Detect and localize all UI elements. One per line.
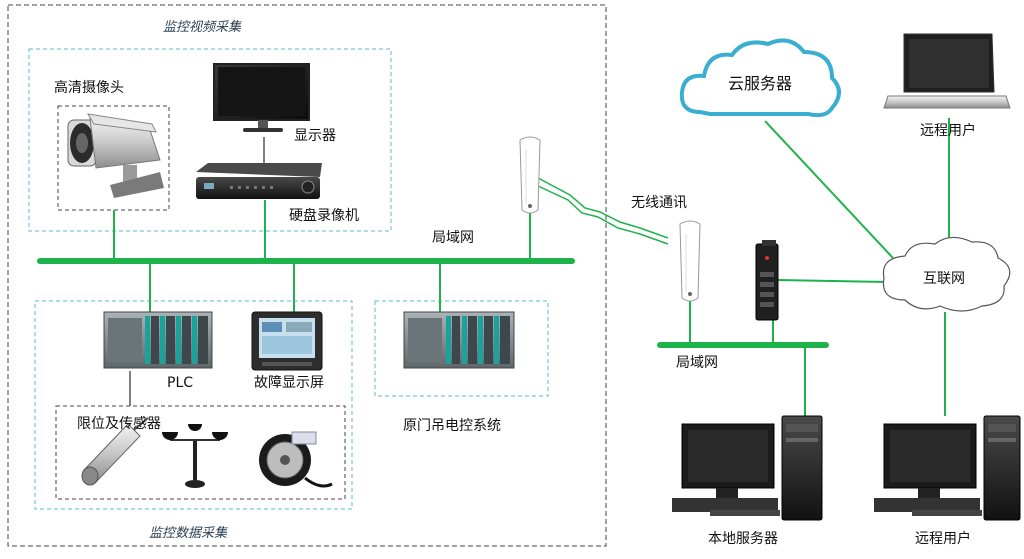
laptop-icon xyxy=(883,33,1011,109)
camera-label: 高清摄像头 xyxy=(54,80,124,96)
outer-group-box xyxy=(7,4,607,547)
monitor-icon xyxy=(213,63,310,132)
router-icon xyxy=(755,240,779,321)
lan-right-label: 局域网 xyxy=(676,355,718,371)
plc-icon xyxy=(103,311,213,369)
encoder-icon xyxy=(259,431,333,488)
remote-user-bottom-label: 远程用户 xyxy=(915,531,971,547)
video-group-box xyxy=(28,48,392,232)
camera-box xyxy=(57,105,170,211)
cloud-icon xyxy=(679,38,841,118)
desktop-computer-icon xyxy=(672,415,823,521)
internet-label: 互联网 xyxy=(923,271,965,287)
anemometer-icon xyxy=(162,424,228,488)
bus-connectors xyxy=(113,118,950,416)
plc-icon xyxy=(403,311,515,369)
dvr-icon xyxy=(196,163,322,199)
camera-icon xyxy=(67,113,164,198)
video-group-title: 监控视频采集 xyxy=(163,20,242,35)
data-group-title: 监控数据采集 xyxy=(149,526,228,541)
cloud-label: 云服务器 xyxy=(728,74,793,93)
desktop-computer-icon xyxy=(874,415,1021,521)
hmi-panel-icon xyxy=(251,311,323,371)
internet-cloud-icon xyxy=(882,236,1011,312)
monitor-label: 显示器 xyxy=(294,128,336,144)
wireless-ap-icon xyxy=(679,220,701,302)
lan-left-label: 局域网 xyxy=(432,230,474,246)
sensors-label: 限位及传感器 xyxy=(77,416,161,432)
sensors-box xyxy=(55,405,346,500)
sensor-icon xyxy=(81,417,149,486)
plc-label: PLC xyxy=(167,375,194,391)
data-group-box xyxy=(34,300,353,510)
crane-group-box xyxy=(374,300,549,397)
fault-display-label: 故障显示屏 xyxy=(254,375,324,391)
remote-user-top-label: 远程用户 xyxy=(920,123,976,139)
wireless-link xyxy=(537,177,669,245)
local-server-label: 本地服务器 xyxy=(708,531,778,547)
crane-control-label: 原门吊电控系统 xyxy=(403,418,501,434)
wireless-ap-icon xyxy=(519,136,541,214)
dvr-label: 硬盘录像机 xyxy=(289,208,359,224)
wireless-label: 无线通讯 xyxy=(631,195,687,211)
